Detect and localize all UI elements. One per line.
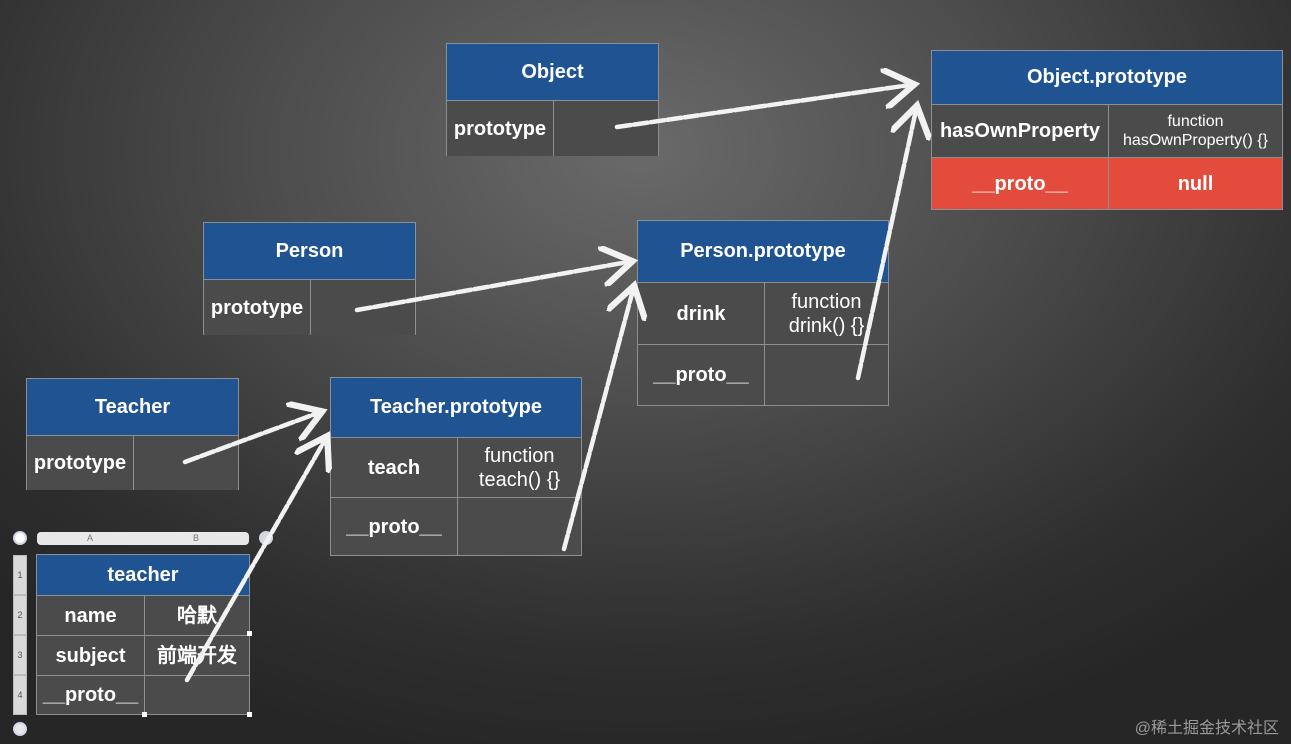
teach-value: function teach() {} (457, 438, 581, 497)
instance-proto-value (144, 676, 249, 714)
object-title: Object (447, 44, 658, 101)
object-proto-key: __proto__ (932, 158, 1108, 209)
person-prototype-value (310, 280, 415, 335)
watermark: @稀土掘金技术社区 (1134, 720, 1279, 737)
object-proto-null-value: null (1108, 158, 1282, 209)
teacher-title: Teacher (27, 379, 238, 436)
person-prototype-box: Person.prototype drink function drink() … (637, 220, 889, 406)
person-prototype-title: Person.prototype (638, 221, 888, 283)
teacher-prototype-box: Teacher.prototype teach function teach()… (330, 377, 582, 556)
name-key: name (37, 596, 144, 635)
object-box: Object prototype (446, 43, 659, 156)
object-prototype-box: Object.prototype hasOwnProperty function… (931, 50, 1283, 210)
teacher-instance-title: teacher (37, 555, 249, 596)
teacher-prototype-key: prototype (27, 436, 133, 490)
person-title: Person (204, 223, 415, 280)
arrow-object-to-object-prototype (614, 85, 910, 130)
object-prototype-key: prototype (447, 101, 553, 156)
teacher-box: Teacher prototype (26, 378, 239, 490)
instance-proto-key: __proto__ (37, 676, 144, 714)
has-own-property-value: function hasOwnProperty() {} (1108, 105, 1282, 157)
has-own-property-key: hasOwnProperty (932, 105, 1108, 157)
teacher-proto-value (457, 498, 581, 555)
table-select-all-button[interactable] (13, 531, 27, 545)
teacher-prototype-title: Teacher.prototype (331, 378, 581, 438)
person-proto-value (764, 345, 888, 405)
person-proto-key: __proto__ (638, 345, 764, 405)
drink-value: function drink() {} (764, 283, 888, 344)
add-row-button[interactable] (13, 722, 27, 736)
teach-key: teach (331, 438, 457, 497)
selection-handle[interactable] (142, 712, 147, 717)
person-box: Person prototype (203, 222, 416, 335)
column-a-label: A (87, 533, 94, 543)
teacher-instance-box: teacher name 哈默 subject 前端开发 __proto__ (36, 554, 250, 715)
selection-handle[interactable] (247, 631, 252, 636)
row-number-2[interactable]: 2 (13, 595, 27, 635)
row-number-4[interactable]: 4 (13, 675, 27, 715)
teacher-proto-key: __proto__ (331, 498, 457, 555)
column-header-bar[interactable]: A B (37, 532, 249, 545)
row-number-1[interactable]: 1 (13, 555, 27, 595)
drink-key: drink (638, 283, 764, 344)
person-prototype-key: prototype (204, 280, 310, 335)
subject-key: subject (37, 636, 144, 675)
teacher-prototype-value (133, 436, 238, 490)
column-b-label: B (193, 533, 200, 543)
subject-value: 前端开发 (144, 636, 249, 675)
object-prototype-value (553, 101, 658, 156)
row-number-3[interactable]: 3 (13, 635, 27, 675)
column-resize-handle[interactable] (259, 531, 273, 545)
selection-handle[interactable] (247, 712, 252, 717)
object-prototype-title: Object.prototype (932, 51, 1282, 105)
name-value: 哈默 (144, 596, 249, 635)
